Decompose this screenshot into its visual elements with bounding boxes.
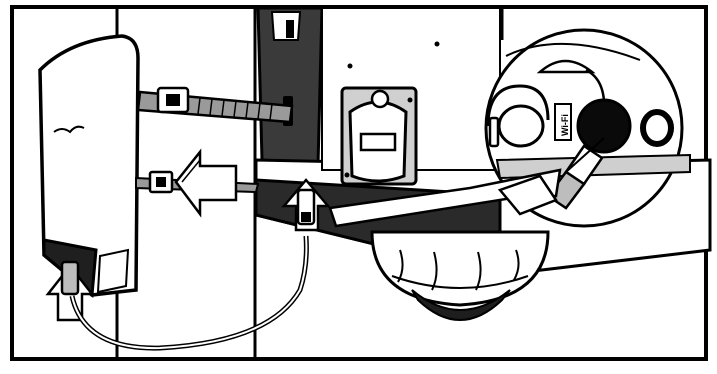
wall-outlet-icon — [342, 88, 416, 184]
access-point-icon — [40, 36, 138, 295]
support-column — [258, 8, 322, 165]
ethernet-port-icon — [578, 100, 630, 152]
wifi-label: Wi-Fi — [560, 114, 570, 136]
